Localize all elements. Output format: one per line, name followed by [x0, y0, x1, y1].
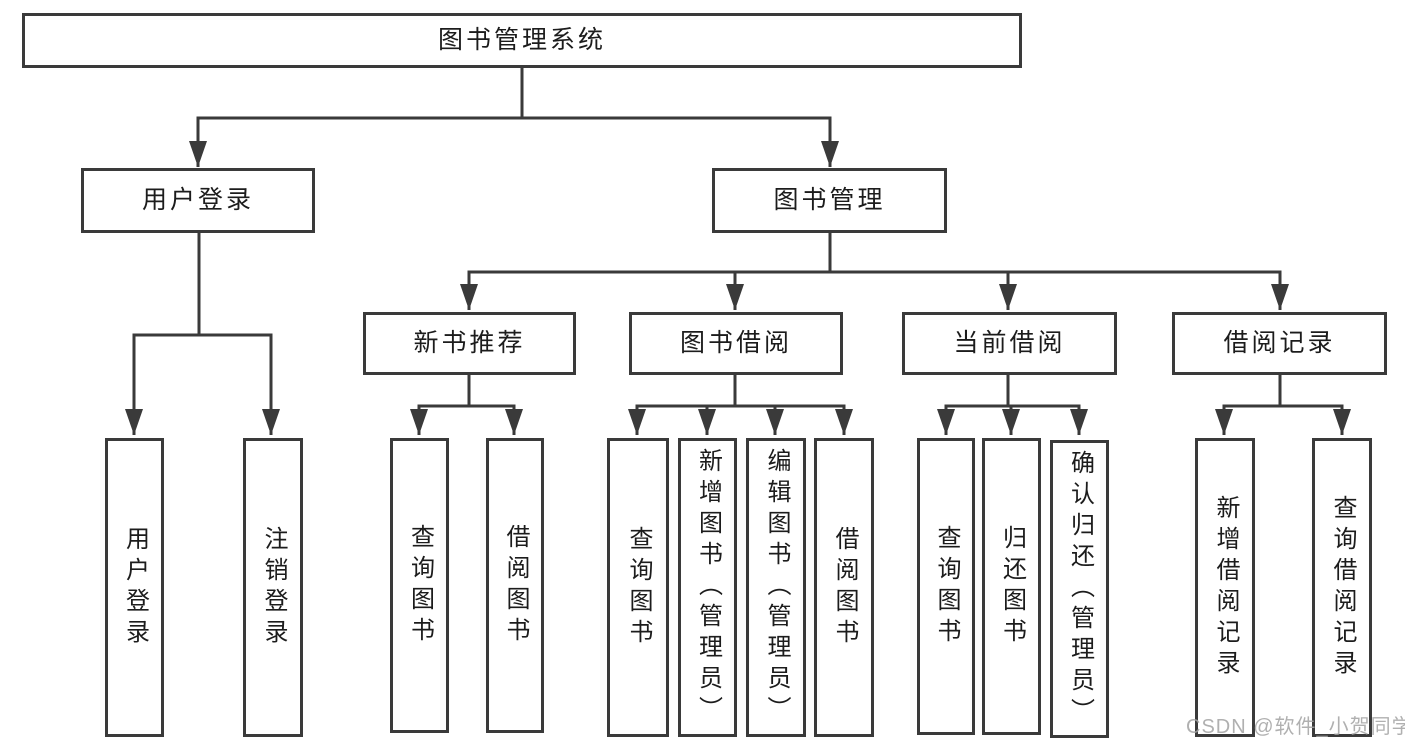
- node-return-book: 归还图书: [982, 438, 1041, 735]
- node-root: 图书管理系统: [22, 13, 1022, 68]
- branch-root: [189, 116, 839, 167]
- node-query-borrow-record: 查询借阅记录: [1312, 438, 1372, 737]
- node-query-books-recommend: 查询图书: [390, 438, 449, 733]
- node-login-leaf: 用户登录: [105, 438, 164, 737]
- node-book-borrowing: 图书借阅: [629, 312, 843, 375]
- node-add-book-admin: 新增图书（管理员）: [678, 438, 737, 737]
- branch-current-borrowing: [937, 404, 1088, 435]
- node-borrow-books-recommend: 借阅图书: [486, 438, 544, 733]
- node-current-borrowing: 当前借阅: [902, 312, 1117, 375]
- node-query-books-current: 查询图书: [917, 438, 975, 735]
- branch-book-borrowing: [628, 404, 853, 435]
- branch-new-book-recommendation: [410, 404, 523, 435]
- branch-book-management: [460, 270, 1289, 310]
- node-edit-book-admin: 编辑图书（管理员）: [746, 438, 806, 737]
- branch-borrowing-records: [1215, 404, 1351, 435]
- node-new-book-recommendation: 新书推荐: [363, 312, 576, 375]
- branch-user-login: [125, 333, 280, 435]
- node-borrowing-records: 借阅记录: [1172, 312, 1387, 375]
- node-confirm-return-admin: 确认归还（管理员）: [1050, 440, 1109, 738]
- node-user-login: 用户登录: [81, 168, 315, 233]
- node-book-management: 图书管理: [712, 168, 947, 233]
- node-logout-leaf: 注销登录: [243, 438, 303, 737]
- node-query-books-borrowing: 查询图书: [607, 438, 669, 737]
- node-borrow-books-leaf: 借阅图书: [814, 438, 874, 737]
- node-add-borrow-record: 新增借阅记录: [1195, 438, 1255, 737]
